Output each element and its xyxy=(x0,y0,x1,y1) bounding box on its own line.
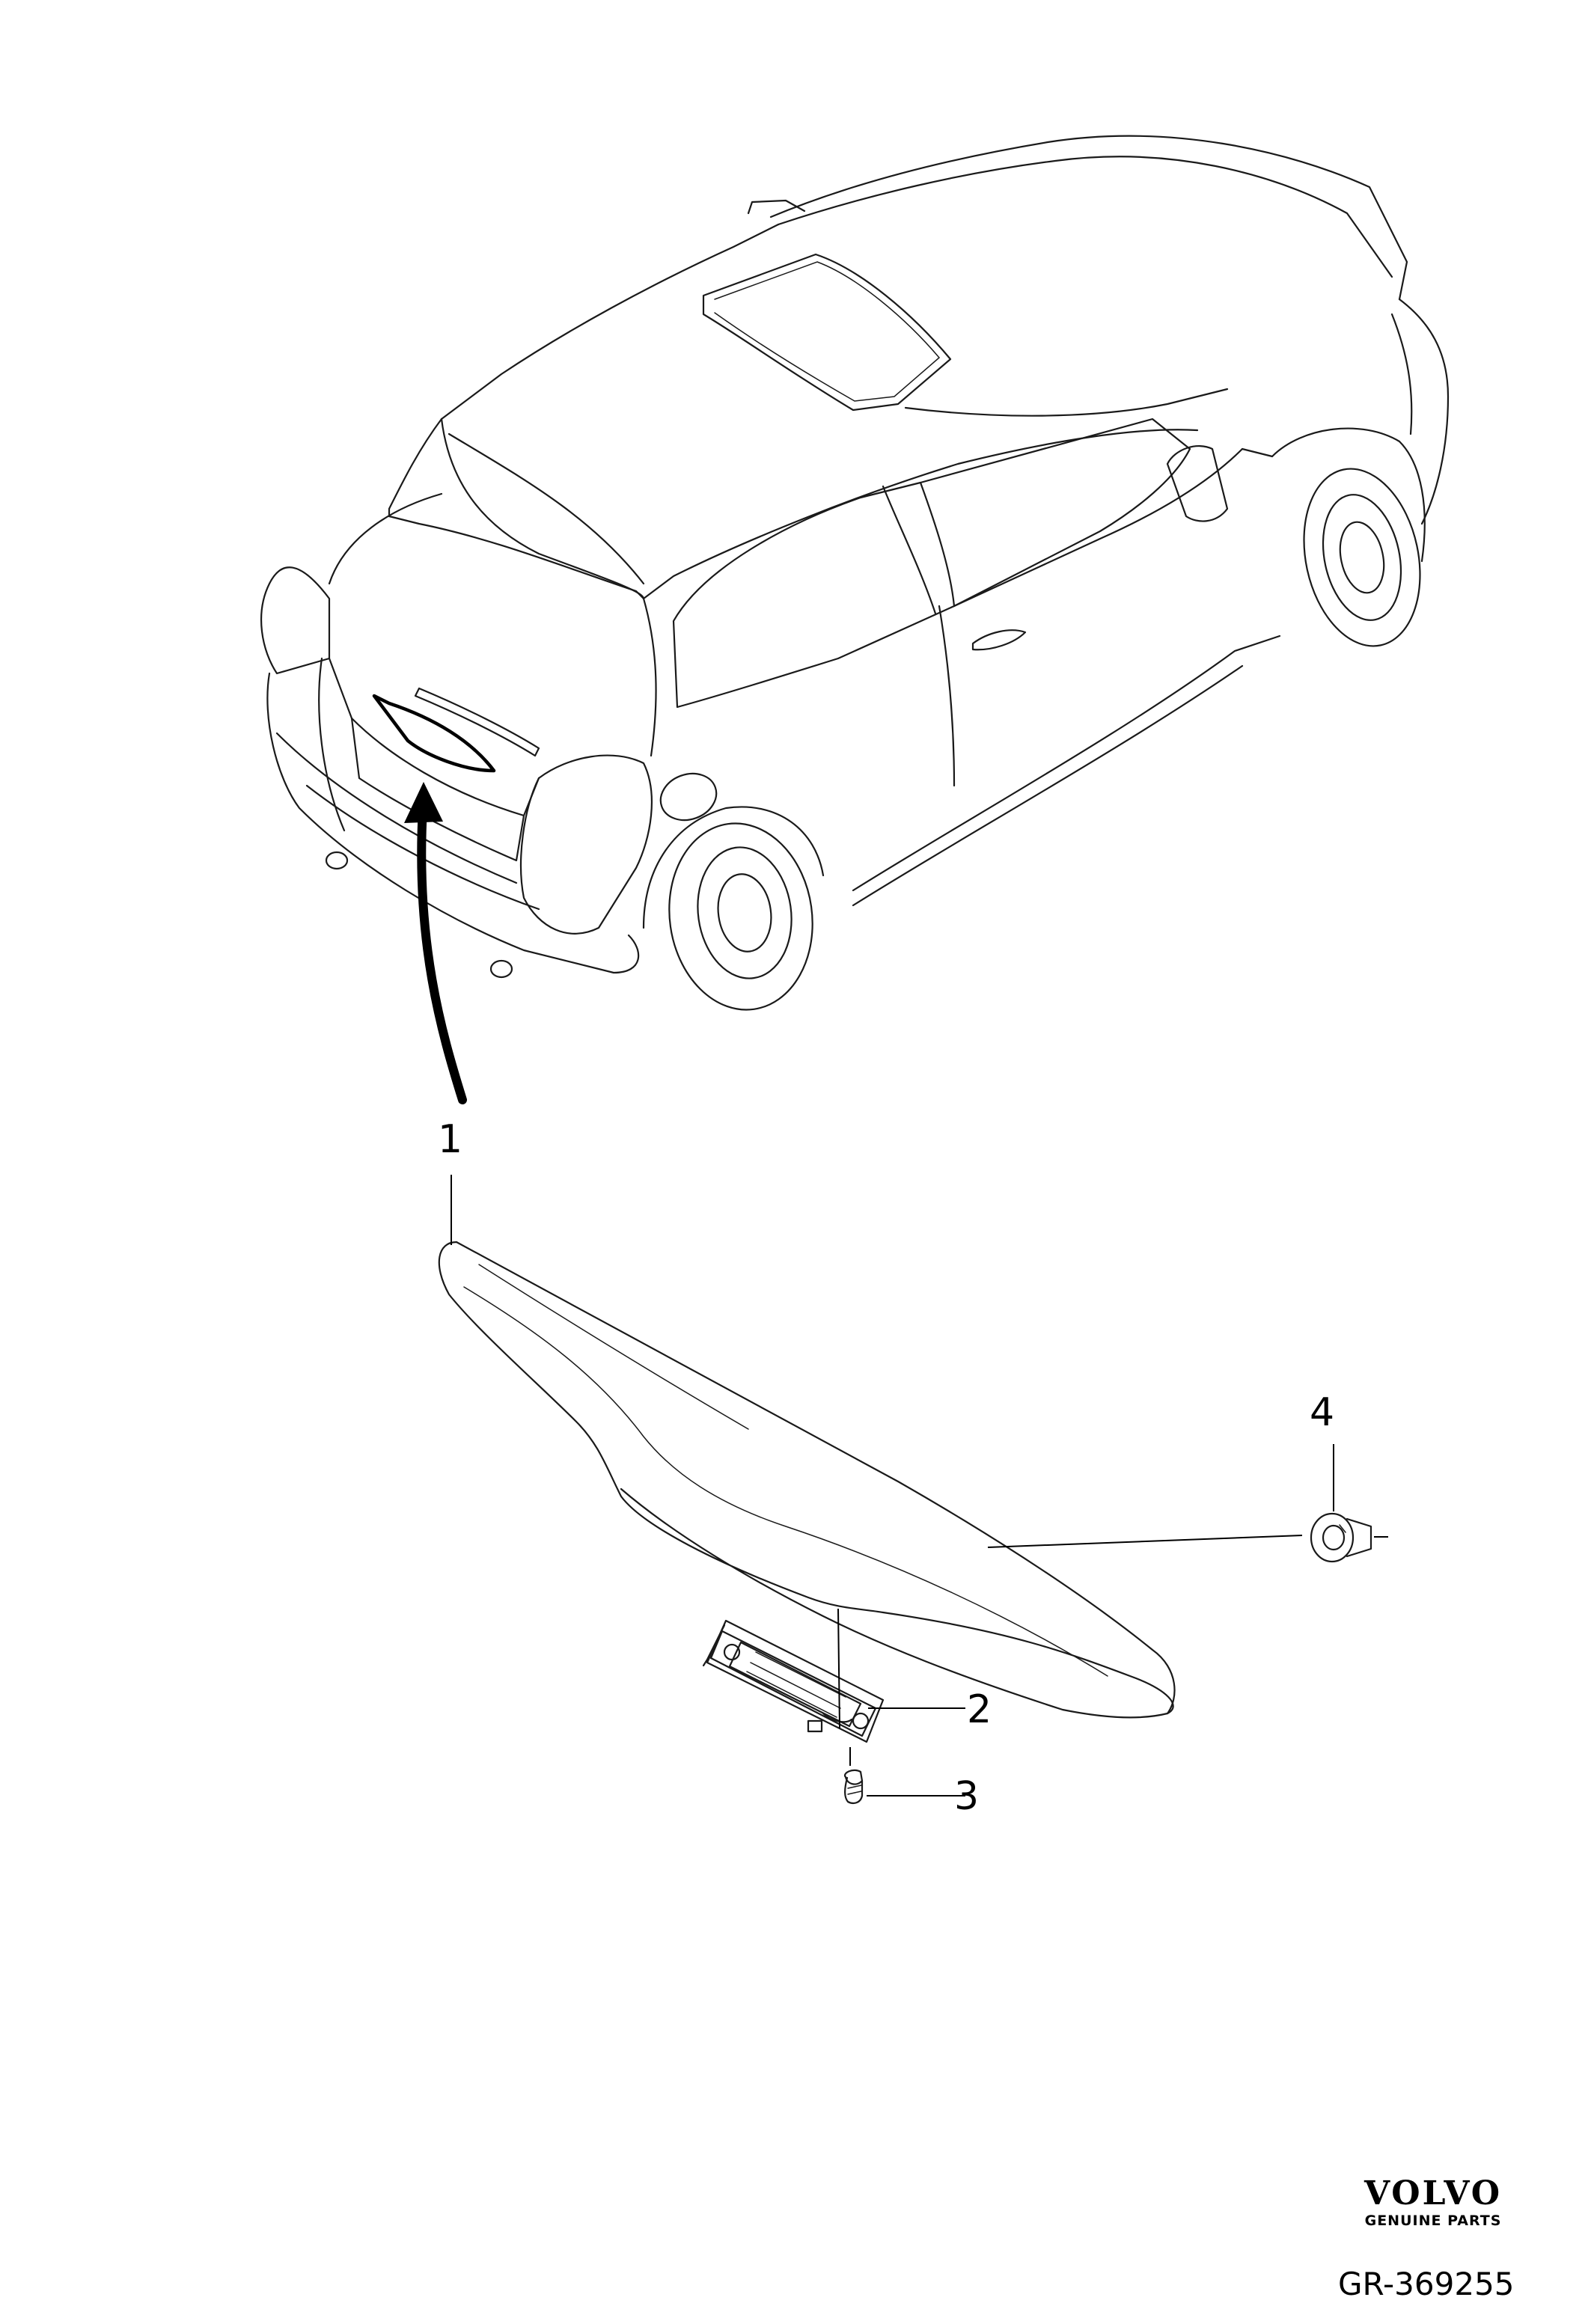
part-3-screw xyxy=(843,1769,864,1804)
callout-1: 1 xyxy=(438,1117,462,1162)
leader-2b xyxy=(837,1608,840,1729)
part-1-trim-panel xyxy=(438,1241,1176,1719)
car-illustration xyxy=(260,135,1450,1011)
callouts: 1 2 3 4 xyxy=(438,1117,1334,1819)
leader-4b xyxy=(987,1535,1303,1548)
callout-3: 3 xyxy=(954,1774,979,1819)
callout-2: 2 xyxy=(967,1687,992,1732)
brand-logo: VOLVO GENUINE PARTS xyxy=(1347,2176,1519,2230)
part-4-clip xyxy=(1310,1512,1372,1563)
brand-wordmark: VOLVO xyxy=(1364,2174,1503,2213)
leader-lines xyxy=(451,1175,1388,1796)
part-2-license-lamp xyxy=(702,1619,885,1743)
diagram-reference-code: GR-369255 xyxy=(1338,2266,1515,2302)
brand-tagline: GENUINE PARTS xyxy=(1364,2213,1502,2229)
location-arrow xyxy=(404,782,467,1104)
callout-4: 4 xyxy=(1310,1390,1334,1435)
